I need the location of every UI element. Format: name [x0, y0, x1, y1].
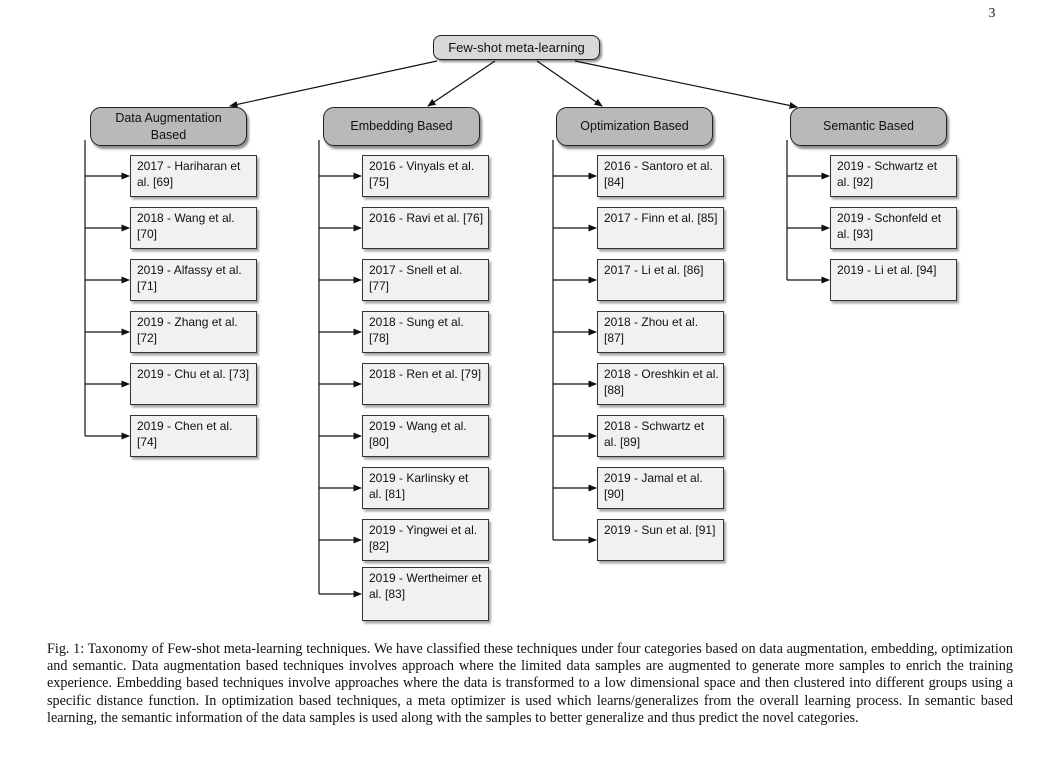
figure-caption: Fig. 1: Taxonomy of Few-shot meta-learni… — [47, 641, 1013, 726]
leaf-node-reference: 2016 - Santoro et al. [84] — [597, 155, 724, 197]
leaf-node-reference: 2018 - Zhou et al. [87] — [597, 311, 724, 353]
edge-arrow — [574, 60, 798, 109]
leaf-node-reference: 2019 - Zhang et al. [72] — [130, 311, 257, 353]
leaf-node-reference: 2019 - Schwartz et al. [92] — [830, 155, 957, 197]
leaf-node-reference: 2017 - Finn et al. [85] — [597, 207, 724, 249]
leaf-node-reference: 2016 - Vinyals et al. [75] — [362, 155, 489, 197]
leaf-node-reference: 2019 - Yingwei et al. [82] — [362, 519, 489, 561]
category-node-optimization-based: Optimization Based — [556, 107, 713, 146]
leaf-node-reference: 2016 - Ravi et al. [76] — [362, 207, 489, 249]
edge-arrow — [536, 60, 603, 107]
leaf-node-reference: 2018 - Wang et al. [70] — [130, 207, 257, 249]
leaf-node-reference: 2017 - Hariharan et al. [69] — [130, 155, 257, 197]
leaf-node-reference: 2019 - Li et al. [94] — [830, 259, 957, 301]
leaf-node-reference: 2018 - Sung et al. [78] — [362, 311, 489, 353]
leaf-node-reference: 2019 - Wang et al. [80] — [362, 415, 489, 457]
leaf-node-reference: 2019 - Alfassy et al. [71] — [130, 259, 257, 301]
root-node-label: Few-shot meta-learning — [448, 40, 585, 55]
leaf-node-reference: 2017 - Snell et al. [77] — [362, 259, 489, 301]
leaf-node-reference: 2019 - Karlinsky et al. [81] — [362, 467, 489, 509]
leaf-node-reference: 2018 - Oreshkin et al. [88] — [597, 363, 724, 405]
leaf-node-reference: 2019 - Wertheimer et al. [83] — [362, 567, 489, 621]
leaf-node-reference: 2019 - Chen et al. [74] — [130, 415, 257, 457]
category-node-embedding-based: Embedding Based — [323, 107, 480, 146]
edge-arrow — [229, 60, 438, 108]
leaf-node-reference: 2019 - Schonfeld et al. [93] — [830, 207, 957, 249]
leaf-node-reference: 2017 - Li et al. [86] — [597, 259, 724, 301]
leaf-node-reference: 2018 - Schwartz et al. [89] — [597, 415, 724, 457]
leaf-node-reference: 2018 - Ren et al. [79] — [362, 363, 489, 405]
leaf-node-reference: 2019 - Chu et al. [73] — [130, 363, 257, 405]
root-node-few-shot-meta-learning: Few-shot meta-learning — [433, 35, 600, 60]
page-number: 3 — [988, 5, 996, 20]
category-node-data-augmentation-based: Data Augmentation Based — [90, 107, 247, 146]
leaf-node-reference: 2019 - Jamal et al. [90] — [597, 467, 724, 509]
category-node-semantic-based: Semantic Based — [790, 107, 947, 146]
leaf-node-reference: 2019 - Sun et al. [91] — [597, 519, 724, 561]
edge-arrow — [427, 60, 496, 107]
